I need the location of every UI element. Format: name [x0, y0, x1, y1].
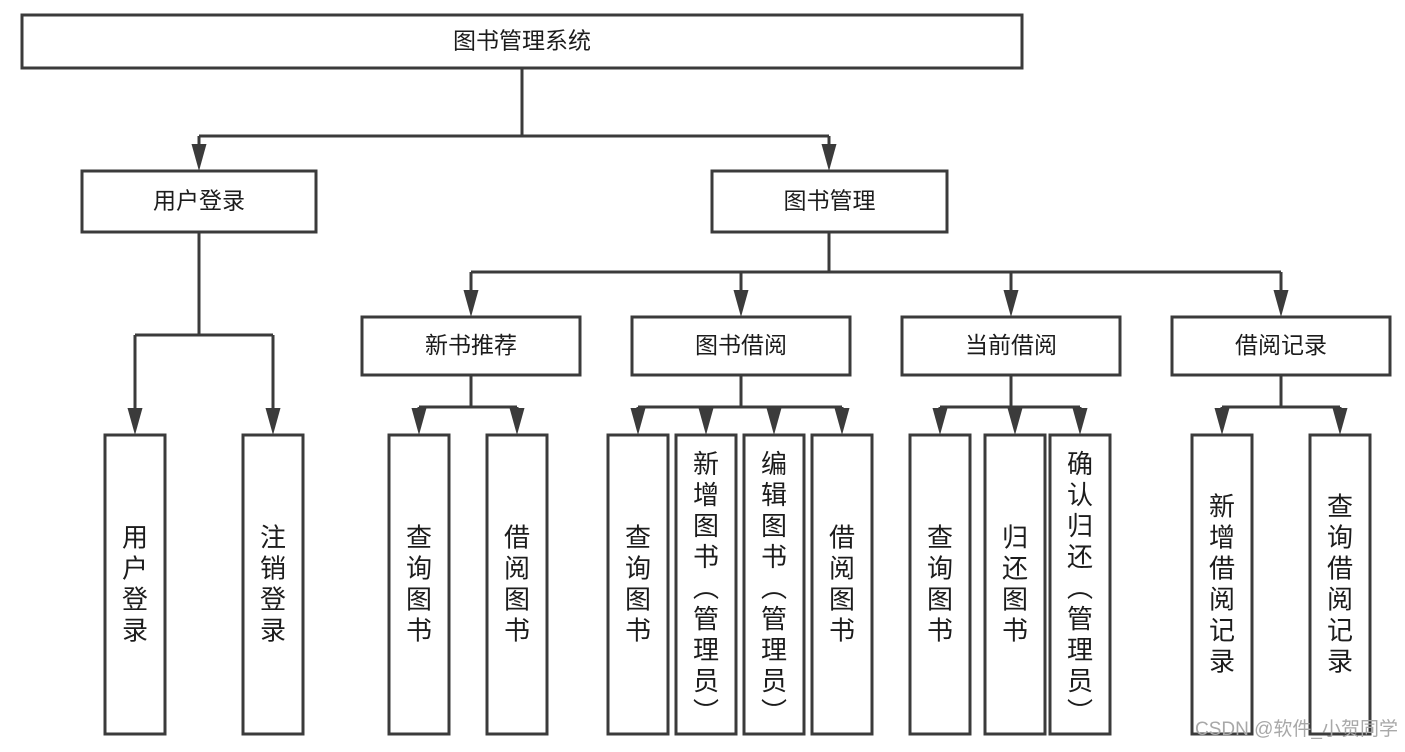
arrow-head-icon [834, 408, 850, 435]
arrow-head-icon [733, 290, 749, 317]
arrow-head-icon [1007, 408, 1023, 435]
arrow-head-icon [630, 408, 646, 435]
arrow-head-icon [127, 408, 143, 435]
csdn-watermark: CSDN @软件_小贺同学 [1195, 718, 1398, 740]
node-leaf-return-book[interactable]: 归还图书 [983, 433, 1047, 736]
node-label-current-borrow: 当前借阅 [965, 332, 1057, 358]
node-box-book-borrow [630, 315, 852, 377]
arrow-head-icon [766, 408, 782, 435]
arrow-head-icon [1214, 408, 1230, 435]
arrow-head-icon [463, 290, 479, 317]
node-box-book-management [710, 169, 949, 234]
node-box-leaf-edit-book-admin [742, 433, 806, 736]
node-label-leaf-borrow-book: 借阅图书 [829, 523, 855, 646]
connector-root-to-level2 [191, 68, 837, 171]
node-borrow-record[interactable]: 借阅记录 [1170, 315, 1392, 377]
arrow-head-icon [821, 144, 837, 171]
node-box-leaf-borrow-book [810, 433, 874, 736]
node-layer: 图书管理系统用户登录图书管理新书推荐图书借阅当前借阅借阅记录用户登录注销登录查询… [20, 13, 1392, 736]
arrow-head-icon [932, 408, 948, 435]
arrow-head-icon [1003, 290, 1019, 317]
connector-new-book-recommend-to-leaves [411, 375, 525, 435]
connector-layer [127, 68, 1348, 435]
node-new-book-recommend[interactable]: 新书推荐 [360, 315, 582, 377]
node-box-leaf-return-book [983, 433, 1047, 736]
node-leaf-add-borrow-record[interactable]: 新增借阅记录 [1190, 433, 1254, 736]
node-label-root: 图书管理系统 [453, 28, 591, 54]
node-box-current-borrow [900, 315, 1122, 377]
arrow-head-icon [1332, 408, 1348, 435]
node-leaf-confirm-return-admin[interactable]: 确认归还︵管理员︶ [1048, 433, 1112, 736]
node-label-user-login: 用户登录 [153, 188, 245, 214]
arrow-head-icon [698, 408, 714, 435]
node-box-new-book-recommend [360, 315, 582, 377]
arrow-head-icon [509, 408, 525, 435]
node-leaf-logout[interactable]: 注销登录 [241, 433, 305, 736]
node-box-leaf-add-book-admin [674, 433, 738, 736]
arrow-head-icon [191, 144, 207, 171]
node-user-login[interactable]: 用户登录 [80, 169, 318, 234]
connector-borrow-record-to-leaves [1214, 375, 1348, 435]
node-label-leaf-confirm-return-admin: 确认归还︵管理员︶ [1067, 449, 1093, 727]
node-leaf-query-book-borrow[interactable]: 查询图书 [606, 433, 670, 736]
node-box-leaf-borrow-book-rec [485, 433, 549, 736]
node-leaf-query-book-rec[interactable]: 查询图书 [387, 433, 451, 736]
node-box-borrow-record [1170, 315, 1392, 377]
node-label-leaf-query-borrow-record: 查询借阅记录 [1327, 492, 1353, 677]
node-box-user-login [80, 169, 318, 234]
connector-current-borrow-to-leaves [932, 375, 1088, 435]
connector-book-management-to-level3 [463, 232, 1289, 317]
node-box-leaf-query-book-rec [387, 433, 451, 736]
node-label-leaf-user-login: 用户登录 [122, 523, 148, 646]
node-label-leaf-query-book-rec: 查询图书 [406, 523, 432, 646]
connector-book-borrow-to-leaves [630, 375, 850, 435]
arrow-head-icon [265, 408, 281, 435]
node-book-management[interactable]: 图书管理 [710, 169, 949, 234]
node-label-borrow-record: 借阅记录 [1235, 332, 1327, 358]
node-leaf-borrow-book[interactable]: 借阅图书 [810, 433, 874, 736]
node-label-leaf-add-book-admin: 新增图书︵管理员︶ [693, 449, 719, 727]
node-label-leaf-edit-book-admin: 编辑图书︵管理员︶ [761, 449, 787, 727]
node-current-borrow[interactable]: 当前借阅 [900, 315, 1122, 377]
node-book-borrow[interactable]: 图书借阅 [630, 315, 852, 377]
arrow-head-icon [1072, 408, 1088, 435]
node-box-leaf-user-login [103, 433, 167, 736]
node-label-leaf-query-book-borrow: 查询图书 [625, 523, 651, 646]
node-box-leaf-confirm-return-admin [1048, 433, 1112, 736]
node-box-leaf-add-borrow-record [1190, 433, 1254, 736]
node-root[interactable]: 图书管理系统 [20, 13, 1024, 70]
node-label-leaf-add-borrow-record: 新增借阅记录 [1209, 492, 1235, 677]
node-label-book-management: 图书管理 [784, 188, 876, 214]
node-label-leaf-logout: 注销登录 [260, 523, 286, 646]
node-label-leaf-return-book: 归还图书 [1002, 523, 1028, 646]
node-box-root [20, 13, 1024, 70]
connector-user-login-to-leaves [127, 232, 281, 435]
node-leaf-query-borrow-record[interactable]: 查询借阅记录 [1308, 433, 1372, 736]
arrow-head-icon [1273, 290, 1289, 317]
node-label-leaf-borrow-book-rec: 借阅图书 [504, 523, 530, 646]
node-box-leaf-query-book-current [908, 433, 972, 736]
node-leaf-edit-book-admin[interactable]: 编辑图书︵管理员︶ [742, 433, 806, 736]
node-leaf-query-book-current[interactable]: 查询图书 [908, 433, 972, 736]
node-box-leaf-query-borrow-record [1308, 433, 1372, 736]
node-label-book-borrow: 图书借阅 [695, 332, 787, 358]
node-leaf-borrow-book-rec[interactable]: 借阅图书 [485, 433, 549, 736]
node-box-leaf-query-book-borrow [606, 433, 670, 736]
node-box-leaf-logout [241, 433, 305, 736]
node-leaf-user-login[interactable]: 用户登录 [103, 433, 167, 736]
node-label-leaf-query-book-current: 查询图书 [927, 523, 953, 646]
node-leaf-add-book-admin[interactable]: 新增图书︵管理员︶ [674, 433, 738, 736]
arrow-head-icon [411, 408, 427, 435]
node-label-new-book-recommend: 新书推荐 [425, 332, 517, 358]
